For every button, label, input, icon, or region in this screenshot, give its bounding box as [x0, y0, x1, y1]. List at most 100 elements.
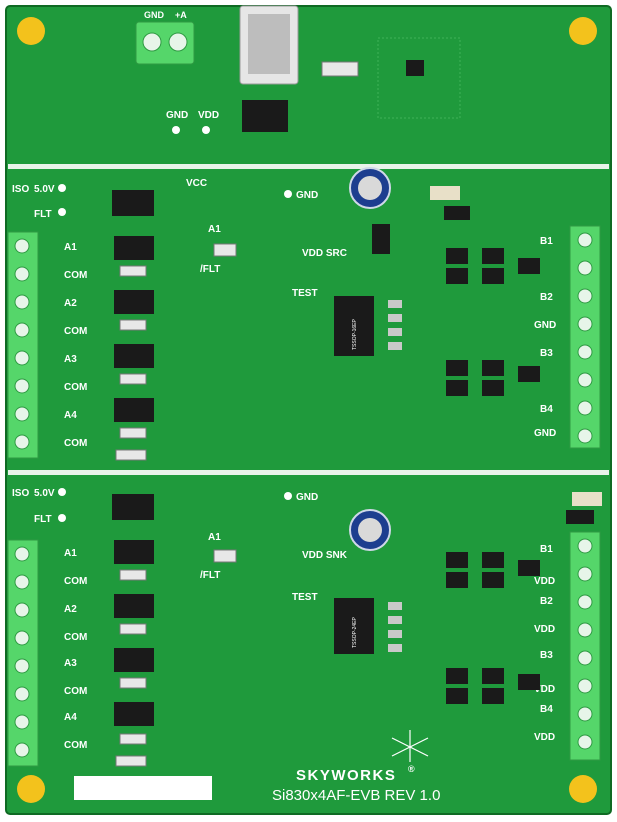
test-point[interactable]	[58, 514, 66, 522]
input-label-a3: A3	[64, 658, 77, 669]
output-label-b4: B4	[540, 704, 553, 715]
input-label-com: COM	[64, 576, 87, 587]
mosfet-grid	[446, 248, 540, 396]
output-screw-row	[577, 232, 593, 444]
smd-part	[566, 510, 594, 524]
output-label-vdd: VDD	[534, 624, 555, 635]
ic-package-label: TSSOP-24EP	[352, 616, 358, 648]
iso-voltage: 5.0V	[34, 184, 55, 195]
section-divider-2	[8, 470, 609, 475]
input-label-com: COM	[64, 632, 87, 643]
output-label-b3: B3	[540, 650, 553, 661]
jumper-header[interactable]	[213, 549, 237, 563]
output-label-b2: B2	[540, 596, 553, 607]
connector-label-gnd: GND	[144, 10, 165, 20]
isolator-ic	[112, 494, 154, 520]
input-label-com: COM	[64, 326, 87, 337]
iso-label: ISO	[12, 488, 29, 499]
diode	[372, 224, 390, 254]
small-ic	[406, 60, 424, 76]
capacitor-row	[388, 300, 402, 350]
test-label-mid: TEST	[292, 288, 318, 299]
small-board-area	[377, 37, 461, 119]
vcc-label: VCC	[186, 178, 207, 189]
skyworks-logo	[391, 730, 429, 762]
output-terminal-strip[interactable]	[569, 531, 601, 761]
vdd-snk-label: VDD SNK	[302, 550, 348, 561]
power-terminal-block[interactable]	[135, 21, 195, 65]
test-point[interactable]	[172, 126, 180, 134]
tp-gnd-mid: GND	[296, 190, 318, 201]
output-label-b1: B1	[540, 544, 553, 555]
connector-label-plus-a: +A	[175, 10, 187, 20]
input-label-com: COM	[64, 270, 87, 281]
tp-gnd-top: GND	[166, 110, 188, 121]
output-label-gnd: GND	[534, 320, 556, 331]
input-label-a3: A3	[64, 354, 77, 365]
capacitor-top	[358, 176, 382, 200]
trademark-symbol: ®	[408, 764, 415, 774]
a1-top-label: A1	[208, 224, 221, 235]
mounting-hole-br	[569, 775, 597, 803]
tp-vdd-top: VDD	[198, 110, 219, 121]
capacitor-row	[388, 602, 402, 652]
input-label-com: COM	[64, 740, 87, 751]
section-divider-1	[8, 164, 609, 169]
jumper-row	[115, 265, 147, 461]
input-terminal-strip[interactable]	[7, 231, 39, 459]
input-label-a4: A4	[64, 410, 77, 421]
output-label-b4: B4	[540, 404, 553, 415]
mounting-hole-tr	[569, 17, 597, 45]
test-point[interactable]	[58, 208, 66, 216]
driver-ic-u1	[334, 296, 374, 356]
brand-name: SKYWORKS	[296, 767, 396, 784]
flt-label: FLT	[34, 209, 52, 220]
optocoupler-row	[114, 236, 154, 422]
terminal-screw	[168, 32, 188, 52]
pcb-substrate	[5, 5, 612, 815]
output-label-vdd: VDD	[534, 576, 555, 587]
smd-part	[444, 206, 470, 220]
mosfet-grid	[446, 552, 540, 704]
driver-ic-u2	[334, 598, 374, 654]
vdd-src-label: VDD SRC	[302, 248, 347, 259]
output-label-b2: B2	[540, 292, 553, 303]
mounting-hole-bl	[17, 775, 45, 803]
output-screw-row	[577, 538, 593, 750]
smd-part	[430, 186, 460, 200]
input-label-com: COM	[64, 438, 87, 449]
label-blank-area	[74, 776, 212, 800]
jumper-row	[115, 569, 147, 767]
input-label-a2: A2	[64, 604, 77, 615]
output-label-gnd: GND	[534, 428, 556, 439]
smd-part	[572, 492, 602, 506]
fuse	[321, 61, 359, 77]
output-label-b3: B3	[540, 348, 553, 359]
input-label-com: COM	[64, 382, 87, 393]
jumper-header[interactable]	[213, 243, 237, 257]
test-point[interactable]	[284, 190, 292, 198]
test-label-bottom: TEST	[292, 592, 318, 603]
flt-slash-label-bottom: /FLT	[200, 570, 220, 581]
test-point[interactable]	[58, 184, 66, 192]
tp-gnd-bottom: GND	[296, 492, 318, 503]
output-label-vdd: VDD	[534, 732, 555, 743]
capacitor-top	[358, 518, 382, 542]
input-screw-row	[14, 546, 30, 758]
optocoupler-row	[114, 540, 154, 726]
input-terminal-strip[interactable]	[7, 539, 39, 767]
a1-top-label: A1	[208, 532, 221, 543]
barrel-jack-body	[248, 14, 290, 74]
test-point[interactable]	[284, 492, 292, 500]
iso-voltage: 5.0V	[34, 488, 55, 499]
input-screw-row	[14, 238, 30, 450]
output-label-vdd: VDD	[534, 684, 555, 695]
flt-label: FLT	[34, 514, 52, 525]
isolator-ic	[112, 190, 154, 216]
test-point[interactable]	[202, 126, 210, 134]
regulator-ic	[242, 100, 288, 132]
input-label-a2: A2	[64, 298, 77, 309]
test-point[interactable]	[58, 488, 66, 496]
mounting-hole-tl	[17, 17, 45, 45]
ic-package-label: TSSOP-16EP	[352, 318, 358, 350]
